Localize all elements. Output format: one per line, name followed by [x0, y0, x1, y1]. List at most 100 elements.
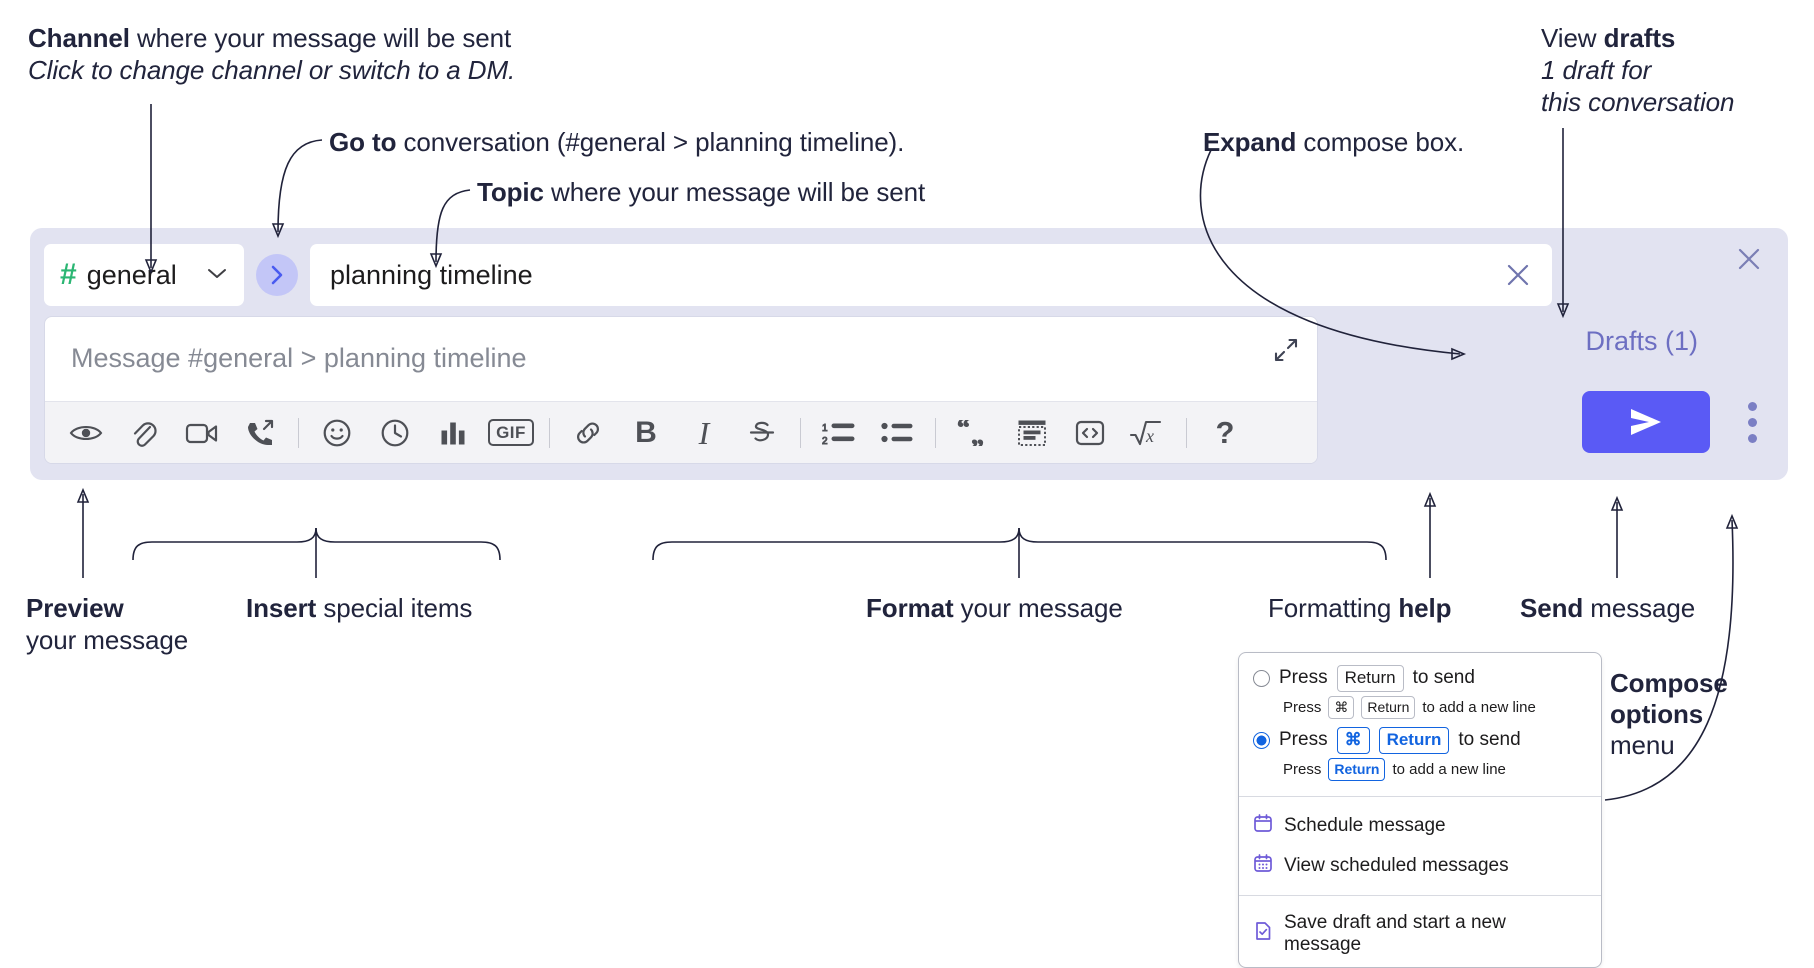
annotation-channel-rest: where your message will be sent [129, 23, 512, 53]
gif-button[interactable]: GIF [482, 411, 540, 455]
annotation-topic-rest: where your message will be sent [543, 177, 926, 207]
expand-icon[interactable] [1269, 333, 1303, 367]
key-return: Return [1361, 695, 1416, 719]
italic-button[interactable]: I [675, 411, 733, 455]
option-press-label: Press [1279, 729, 1328, 751]
annotation-expand-bold: Expand [1203, 127, 1297, 157]
sub-press-label: Press [1283, 698, 1322, 716]
svg-text:x: x [1145, 426, 1154, 446]
annotation-format-bold: Format [866, 593, 954, 623]
annotation-preview-bold: Preview [26, 593, 124, 623]
attach-icon[interactable] [115, 411, 173, 455]
compose-options-menu: Press Return to send Press ⌘ Return to a… [1238, 652, 1602, 968]
channel-selector[interactable]: # general [44, 244, 244, 306]
annotation-topic: Topic where your message will be sent [477, 176, 1177, 208]
annotation-drafts-bold: drafts [1603, 23, 1676, 53]
clock-icon[interactable] [366, 411, 424, 455]
menu-item-label: Save draft and start a new message [1284, 911, 1506, 955]
annotation-channel-bold: Channel [28, 23, 130, 53]
annotation-send: Send message [1520, 592, 1800, 624]
huddle-icon[interactable] [231, 411, 289, 455]
close-icon[interactable] [1732, 242, 1766, 276]
annotation-insert: Insert special items [246, 592, 646, 624]
menu-item-view-scheduled-messages[interactable]: View scheduled messages [1239, 846, 1601, 886]
annotation-drafts: View drafts 1 draft for this conversatio… [1541, 22, 1814, 119]
annotation-topic-bold: Topic [477, 177, 544, 207]
option-suffix-label: to send [1412, 667, 1475, 689]
gif-label: GIF [488, 419, 534, 446]
annotation-drafts-sub1: 1 draft for [1541, 55, 1652, 86]
annotation-format: Format your message [866, 592, 1286, 624]
message-placeholder: Message #general > planning timeline [71, 343, 527, 373]
svg-text:“: “ [957, 420, 970, 442]
svg-text:2: 2 [822, 436, 828, 446]
annotation-compose-plain: menu [1610, 730, 1675, 761]
annotation-send-bold: Send [1520, 593, 1584, 623]
key-return: Return [1378, 726, 1450, 754]
code-icon[interactable] [1061, 411, 1119, 455]
bulleted-list-icon[interactable] [868, 411, 926, 455]
video-icon[interactable] [173, 411, 231, 455]
compose-options-button[interactable] [1739, 396, 1765, 448]
menu-item-schedule-message[interactable]: Schedule message [1239, 806, 1601, 846]
topic-value: planning timeline [330, 259, 533, 290]
annotation-expand-rest: compose box. [1296, 127, 1465, 157]
menu-item-save-draft[interactable]: Save draft and start a new message [1239, 905, 1601, 963]
calendar-grid-icon [1253, 853, 1273, 879]
svg-text:„: „ [971, 421, 984, 446]
help-label: ? [1215, 415, 1235, 450]
topic-field[interactable]: planning timeline [310, 244, 1552, 306]
emoji-icon[interactable] [308, 411, 366, 455]
chevron-down-icon [206, 266, 228, 285]
preview-icon[interactable] [57, 411, 115, 455]
annotation-insert-bold: Insert [246, 593, 317, 623]
formatting-help-button[interactable]: ? [1196, 411, 1254, 455]
key-return: Return [1328, 757, 1386, 781]
annotation-insert-rest: special items [316, 593, 473, 623]
annotation-preview-rest: your message [26, 625, 189, 656]
annotation-goto-bold: Go to [329, 127, 397, 157]
annotation-channel: Channel where your message will be sent … [28, 22, 668, 86]
close-icon[interactable] [1500, 257, 1536, 293]
key-command: ⌘ [1336, 726, 1370, 754]
message-input-box[interactable]: Message #general > planning timeline [44, 316, 1318, 464]
go-to-conversation-button[interactable] [256, 254, 298, 296]
italic-label: I [698, 414, 710, 451]
menu-divider [1239, 795, 1601, 797]
compose-panel: # general planning timeline Message #gen… [30, 228, 1788, 480]
toolbar-separator [800, 417, 801, 448]
blockquote-icon[interactable]: “„ [945, 411, 1003, 455]
sub-suffix-label: to add a new line [1422, 698, 1536, 716]
bold-label: B [635, 415, 657, 449]
channel-name: general [86, 259, 177, 290]
radio-button-selected[interactable] [1253, 731, 1270, 749]
toolbar-separator [1186, 417, 1187, 448]
annotation-compose-bold1: Compose [1610, 668, 1728, 698]
radio-option-return-to-send[interactable]: Press Return to send [1239, 663, 1601, 694]
radio-option-cmd-return-to-send[interactable]: Press ⌘ Return to send [1239, 725, 1601, 756]
strikethrough-icon[interactable] [733, 411, 791, 455]
send-button[interactable] [1582, 391, 1710, 453]
annotated-diagram: Channel where your message will be sent … [26, 22, 1814, 968]
toolbar-separator [549, 417, 550, 448]
bold-button[interactable]: B [617, 411, 675, 455]
link-icon[interactable] [559, 411, 617, 455]
drafts-link[interactable]: Drafts (1) [1585, 326, 1698, 356]
annotation-send-rest: message [1583, 593, 1696, 623]
radio-button[interactable] [1253, 669, 1270, 687]
annotation-goto-rest: conversation (#general > planning timeli… [396, 127, 905, 157]
math-icon[interactable]: x [1119, 411, 1177, 455]
annotation-expand: Expand compose box. [1203, 126, 1623, 158]
kebab-dot [1747, 417, 1757, 427]
kebab-dot [1747, 401, 1757, 411]
annotation-goto: Go to conversation (#general > planning … [329, 126, 1049, 158]
kebab-dot [1747, 433, 1757, 443]
menu-item-label: Schedule message [1284, 814, 1446, 836]
annotation-drafts-plain: View [1541, 23, 1604, 53]
annotation-preview: Preview your message [26, 592, 256, 656]
code-block-icon[interactable] [1003, 411, 1061, 455]
poll-icon[interactable] [424, 411, 482, 455]
sub-press-label: Press [1283, 760, 1322, 778]
